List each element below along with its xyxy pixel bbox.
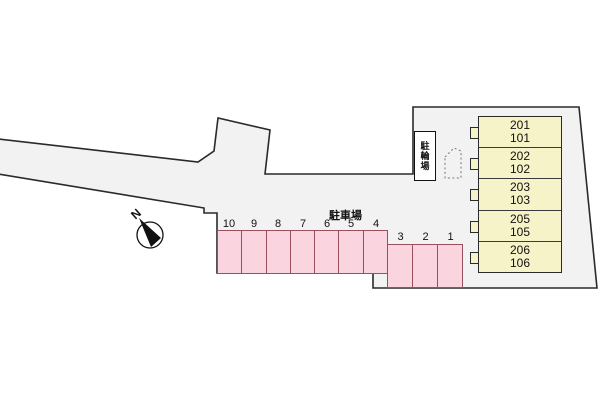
parking-space-7 [289,231,314,273]
parking-space-number: 6 [323,218,331,230]
parking-space-6 [314,231,338,273]
parking-space-9 [241,231,265,273]
parking-space-number: 2 [422,231,429,243]
parking-space-number: 3 [397,231,404,243]
building: 201 101 202 102 203 103 205 105 206 106 [470,116,562,273]
compass-north-label: N [128,206,144,222]
unit-upper-number: 205 [509,211,531,226]
parking-lot-label: 駐車場 [329,210,362,222]
compass-circle [136,221,164,249]
building-unit-205-105: 205 105 [470,209,561,241]
parking-space-4 [362,231,387,273]
building-unit-206-106: 206 106 [470,240,561,272]
parking-space-number: 8 [274,218,282,230]
parking-space-1 [437,245,462,287]
site-outline [0,106,598,289]
parking-space-8 [265,231,290,273]
unit-upper-number: 202 [509,149,531,164]
unit-entrance-notch [470,189,478,202]
bicycle-parking-label: 駐輪場 [419,141,430,171]
compass-needle [139,218,161,247]
building-unit-203-103: 203 103 [470,178,561,209]
unit-upper-number: 203 [509,180,531,195]
unit-entrance-notch [470,158,478,171]
unit-lower-number: 103 [509,193,531,208]
parking-row-main [217,230,388,274]
unit-lower-number: 102 [509,162,531,177]
building-unit-202-102: 202 102 [470,147,561,178]
unit-upper-number: 201 [509,118,531,132]
unit-lower-number: 106 [509,255,531,270]
parking-space-3 [388,245,412,287]
parking-space-number: 4 [372,218,380,230]
parking-space-number: 9 [250,218,258,230]
unit-upper-number: 206 [509,242,531,257]
parking-space-number: 1 [447,231,454,243]
parking-space-10 [218,231,241,273]
parking-space-number: 10 [222,218,236,230]
unit-entrance-notch [470,220,478,233]
unit-entrance-notch [470,127,478,139]
building-unit-201-101: 201 101 [470,117,561,147]
parking-row-side [387,244,463,288]
parking-space-2 [412,245,437,287]
compass-icon: N [128,206,164,249]
unit-entrance-notch [470,251,478,264]
dashed-structure-outline [444,147,462,179]
unit-lower-number: 101 [509,131,531,145]
parking-space-5 [338,231,362,273]
parking-space-number: 7 [299,218,307,230]
unit-lower-number: 105 [509,224,531,239]
parking-space-number: 5 [347,218,355,230]
bicycle-parking-box: 駐輪場 [414,131,436,181]
